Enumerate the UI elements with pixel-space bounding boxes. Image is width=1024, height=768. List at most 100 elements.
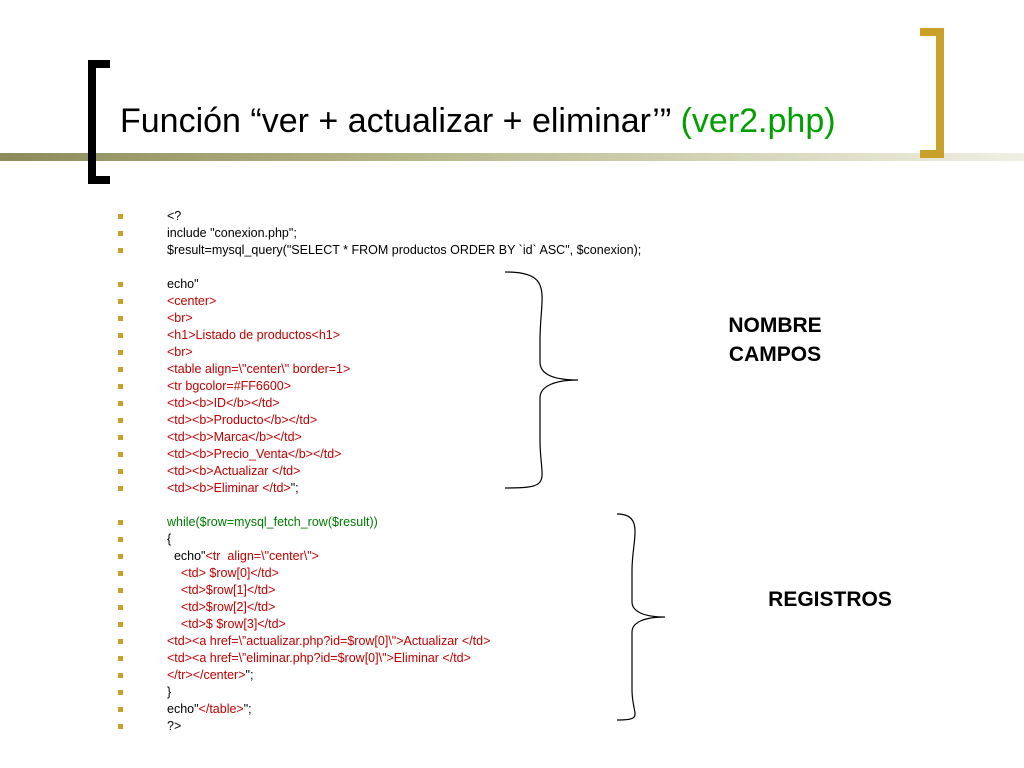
- square-bullet-icon: [118, 622, 123, 627]
- left-bracket-decoration: [88, 60, 110, 184]
- square-bullet-icon: [118, 214, 123, 219]
- code-line-text: $result=mysql_query("SELECT * FROM produ…: [167, 242, 641, 259]
- code-segment: echo": [167, 277, 199, 291]
- code-line-text: <td>$row[1]</td>: [167, 582, 276, 599]
- square-bullet-icon: [118, 248, 123, 253]
- square-bullet-icon: [118, 231, 123, 236]
- code-segment: echo": [167, 702, 199, 716]
- square-bullet-icon: [118, 571, 123, 576]
- code-segment: <td><a href=\”actualizar.php?id=$row[0]\…: [167, 634, 491, 648]
- code-line-text: <td><b>ID</b></td>: [167, 395, 280, 412]
- code-segment: <br>: [167, 345, 193, 359]
- code-segment: {: [167, 532, 172, 546]
- code-line-text: while($row=mysql_fetch_row($result)): [167, 514, 378, 531]
- code-line-text: include "conexion.php";: [167, 225, 297, 242]
- square-bullet-icon: [118, 537, 123, 542]
- code-line-text: <br>: [167, 310, 193, 327]
- code-segment: <table align=\"center\" border=1>: [167, 362, 351, 376]
- code-segment: }: [167, 685, 172, 699]
- code-line-text: <td><b>Actualizar </td>: [167, 463, 300, 480]
- square-bullet-icon: [118, 418, 123, 423]
- label-campos: CAMPOS: [728, 343, 822, 366]
- code-line-text: </tr></center>";: [167, 667, 253, 684]
- code-segment: ?>: [167, 719, 182, 733]
- slide-title-main: Función “ver + actualizar + eliminar’”: [120, 102, 672, 140]
- code-line-text: echo": [167, 276, 199, 293]
- code-segment: <td><b>Precio_Venta</b></td>: [167, 447, 342, 461]
- square-bullet-icon: [118, 350, 123, 355]
- code-segment: ";: [290, 481, 299, 495]
- code-segment: ";: [243, 702, 252, 716]
- code-line-text: <tr bgcolor=#FF6600>: [167, 378, 291, 395]
- code-line-text: ?>: [167, 718, 181, 735]
- code-segment: </tr></center>: [167, 668, 246, 682]
- square-bullet-icon: [118, 299, 123, 304]
- label-registros: REGISTROS: [768, 588, 892, 611]
- square-bullet-icon: [118, 401, 123, 406]
- square-bullet-icon: [118, 333, 123, 338]
- square-bullet-icon: [118, 486, 123, 491]
- square-bullet-icon: [118, 367, 123, 372]
- code-line-text: <td><b>Eliminar </td>";: [167, 480, 299, 497]
- square-bullet-icon: [118, 605, 123, 610]
- square-bullet-icon: [118, 673, 123, 678]
- code-segment: echo": [167, 549, 206, 563]
- title-underline-bar: [0, 153, 1024, 161]
- slide-title: Función “ver + actualizar + eliminar’” (…: [120, 102, 836, 141]
- code-line-text: <td>$ $row[3]</td>: [167, 616, 286, 633]
- code-segment: <td><a href=\”eliminar.php?id=$row[0]\">…: [167, 651, 471, 665]
- code-segment: <?: [167, 209, 182, 223]
- square-bullet-icon: [118, 452, 123, 457]
- code-line-text: <td>$row[2]</td>: [167, 599, 276, 616]
- code-line-text: <td><a href=\”actualizar.php?id=$row[0]\…: [167, 633, 490, 650]
- code-segment: <tr align=\"center\">: [205, 549, 319, 563]
- code-line-text: <td><b>Producto</b></td>: [167, 412, 317, 429]
- code-segment: <td><b>Producto</b></td>: [167, 413, 318, 427]
- right-bracket-decoration: [920, 28, 944, 158]
- code-line-text: echo"<tr align=\"center\">: [167, 548, 319, 565]
- code-segment: $result=mysql_query("SELECT * FROM produ…: [167, 243, 642, 257]
- code-line-text: <h1>Listado de productos<h1>: [167, 327, 340, 344]
- code-segment: <td><b>Marca</b></td>: [167, 430, 302, 444]
- code-line-text: <table align=\"center\" border=1>: [167, 361, 350, 378]
- code-segment: <br>: [167, 311, 193, 325]
- code-segment: </table>: [198, 702, 244, 716]
- code-segment: <td> $row[0]</td>: [167, 566, 279, 580]
- code-segment: <td><b>Eliminar </td>: [167, 481, 291, 495]
- square-bullet-icon: [118, 316, 123, 321]
- code-line-text: <td> $row[0]</td>: [167, 565, 279, 582]
- square-bullet-icon: [118, 469, 123, 474]
- square-bullet-icon: [118, 282, 123, 287]
- square-bullet-icon: [118, 690, 123, 695]
- code-line-text: <td><b>Precio_Venta</b></td>: [167, 446, 341, 463]
- code-line-text: <td><b>Marca</b></td>: [167, 429, 302, 446]
- code-line-text: <center>: [167, 293, 216, 310]
- code-line-text: <td><a href=\”eliminar.php?id=$row[0]\">…: [167, 650, 471, 667]
- code-segment: <td>$row[2]</td>: [167, 600, 276, 614]
- square-bullet-icon: [118, 435, 123, 440]
- square-bullet-icon: [118, 639, 123, 644]
- slide-title-accent: (ver2.php): [680, 102, 836, 140]
- label-nombre-campos: NOMBRE CAMPOS: [690, 311, 860, 369]
- code-line-text: echo"</table>";: [167, 701, 252, 718]
- code-segment: <center>: [167, 294, 217, 308]
- square-bullet-icon: [118, 724, 123, 729]
- code-segment: include "conexion.php";: [167, 226, 297, 240]
- code-line-text: <br>: [167, 344, 193, 361]
- code-segment: <td><b>ID</b></td>: [167, 396, 280, 410]
- square-bullet-icon: [118, 707, 123, 712]
- code-segment: <td>$ $row[3]</td>: [167, 617, 286, 631]
- square-bullet-icon: [118, 554, 123, 559]
- square-bullet-icon: [118, 656, 123, 661]
- code-line-text: <?: [167, 208, 181, 225]
- square-bullet-icon: [118, 588, 123, 593]
- square-bullet-icon: [118, 520, 123, 525]
- code-segment: <h1>Listado de productos<h1>: [167, 328, 341, 342]
- code-line-text: }: [167, 684, 171, 701]
- square-bullet-icon: [118, 384, 123, 389]
- code-segment: <tr bgcolor=#FF6600>: [167, 379, 292, 393]
- code-segment: <td>$row[1]</td>: [167, 583, 276, 597]
